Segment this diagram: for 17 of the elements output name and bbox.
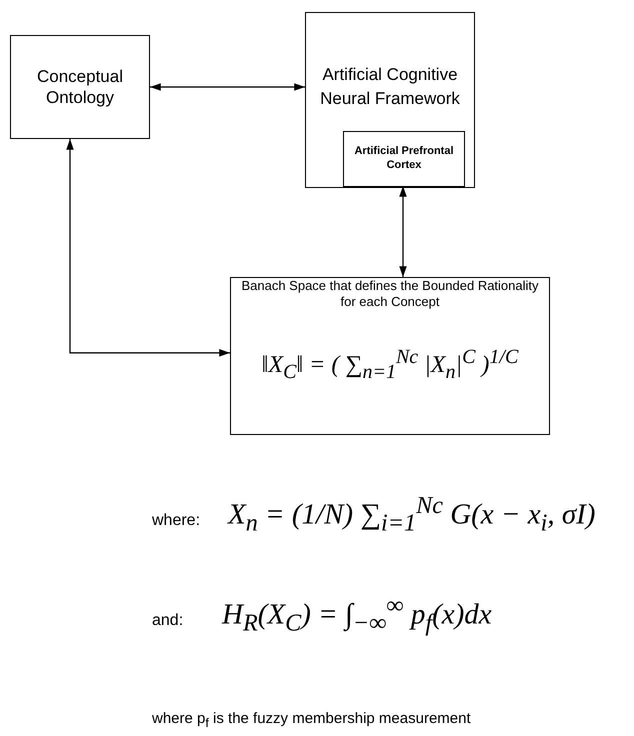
arrow xyxy=(150,83,305,91)
formula-box xyxy=(230,277,550,435)
note-text: and: xyxy=(152,612,184,630)
framework-box xyxy=(305,12,475,188)
arrow xyxy=(399,186,407,277)
arrow xyxy=(66,139,230,357)
node-title: Artificial Cognitive Neural Framework xyxy=(319,64,461,110)
formula: ‖X$_{C}$‖ = ( ∑$_{n=1}$$^{Nc}$ |X$_{n}$|$^{C}$ )$^{1/C}$ xyxy=(260,344,520,384)
formula: X$_{n}$ = (1/N) ∑$_{i=1}$$^{Nc}$ G(x − x$_{i}$, σI) xyxy=(228,492,596,538)
node-title: Banach Space that defines the Bounded Rationality for each Concept xyxy=(241,278,539,310)
concept-box xyxy=(10,35,150,139)
node-title: Conceptual Ontology xyxy=(36,66,124,108)
node-title: Artificial Prefrontal Cortex xyxy=(353,145,455,173)
note-text: where: xyxy=(152,512,200,530)
module-box xyxy=(343,131,465,187)
note-text: where p$_{f}$ is the fuzzy membership measurement xyxy=(152,710,471,730)
formula: H$_{R}$(X$_{C}$) = ∫$_{−∞}$$^{∞}$ p$_{f}$(x)dx xyxy=(222,592,492,638)
